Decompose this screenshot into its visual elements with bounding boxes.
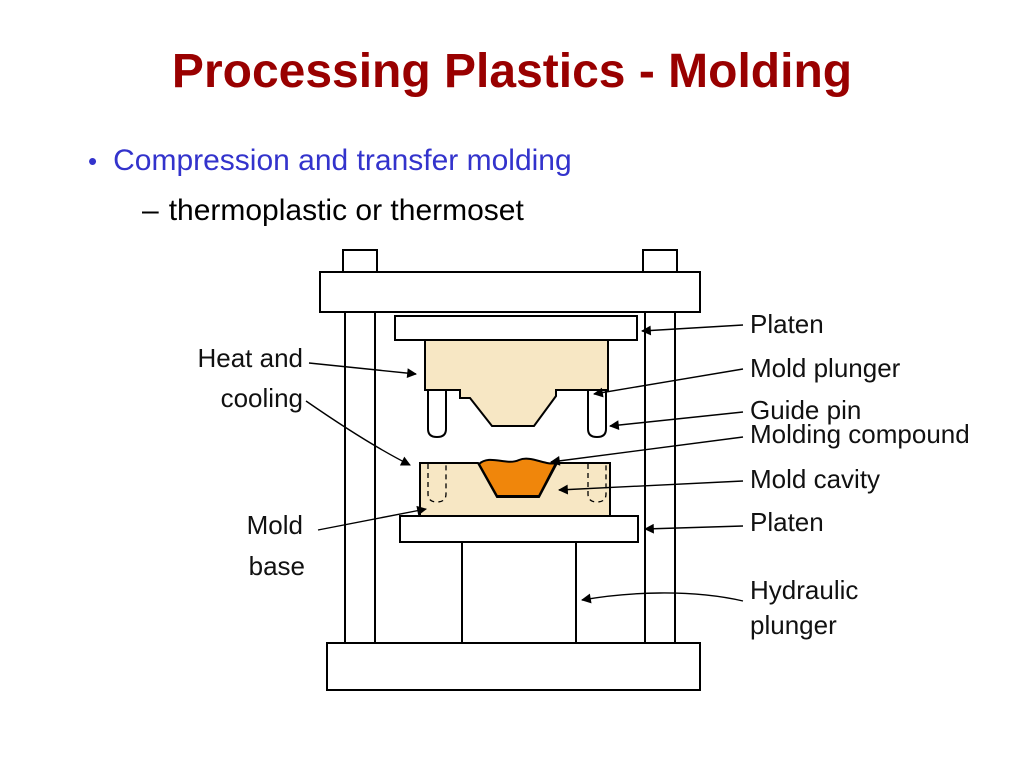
leader-arrows [305,324,744,604]
bullet-text: Compression and transfer molding [113,144,572,177]
bottom-base [326,642,701,691]
label-mold-cavity: Mold cavity [750,464,880,494]
label-platen-top: Platen [750,309,824,339]
right-guide-pin-hole [587,464,607,503]
right-column-top-post [642,249,678,275]
label-heat-and-cooling-line2: cooling [221,383,303,413]
sub-bullet-item: – thermoplastic or thermoset [142,194,524,228]
label-mold-plunger: Mold plunger [750,353,901,383]
label-heat-and-cooling-line1: Heat and [197,343,303,373]
molding-compound-leader [550,436,744,466]
lower-platen-shape [399,515,639,543]
bullet-item: • Compression and transfer molding [88,144,572,178]
sub-bullet-text: thermoplastic or thermoset [168,194,524,227]
left-column [344,311,376,645]
mold-base-leader [317,505,427,531]
heat-cooling-lower-leader [305,400,411,466]
hydraulic-plunger-shape [461,541,577,645]
heat-cooling-upper-leader [308,362,417,378]
label-mold-base-line2: base [249,551,305,581]
top-crossbar [319,271,701,313]
right-column [644,311,676,645]
left-column-top-post [342,249,378,275]
bullet-marker: • [88,146,98,176]
platen-bottom-leader [644,523,744,534]
label-hydraulic-plunger-line1: Hydraulic [750,575,858,605]
mold-cavity-leader [558,480,744,495]
right-guide-pin [587,389,607,439]
label-molding-compound: Molding compound [750,419,970,449]
guide-pin-leader [609,411,744,430]
upper-platen-shape [394,315,638,341]
hydraulic-plunger-leader [581,592,744,604]
diagram-labels: Heat and cooling Mold base Platen Mold p… [197,309,969,640]
mold-base-assembly [419,457,611,517]
label-hydraulic-plunger-line2: plunger [750,610,837,640]
left-guide-pin [427,389,447,439]
slide-title: Processing Plastics - Molding [171,45,853,98]
mold-plunger-leader [593,368,744,398]
label-platen-bottom: Platen [750,507,824,537]
label-mold-base-line1: Mold [247,510,303,540]
label-guide-pin: Guide pin [750,395,861,425]
mold-plunger-shape [424,339,609,427]
mold-plunger-assembly [424,339,609,439]
left-guide-pin-hole [427,464,447,503]
platen-top-leader [641,324,744,336]
sub-bullet-marker: – [142,194,159,227]
